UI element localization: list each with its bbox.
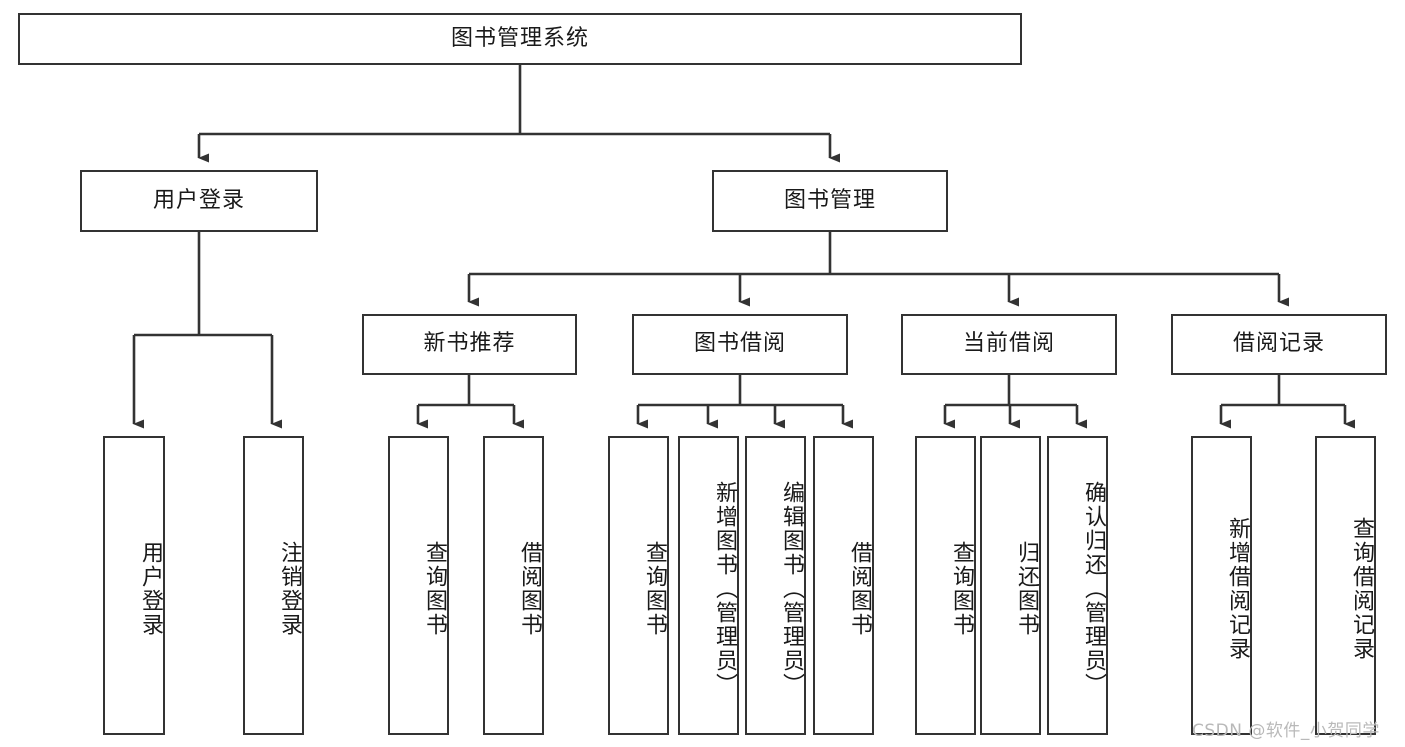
node-current-borrow-label: 当前借阅 [962,331,1055,357]
node-book-management[interactable]: 图书管理 [712,170,948,232]
node-leaf-logout-login[interactable]: 注销登录 [243,436,304,735]
node-borrow-record-label: 借阅记录 [1232,331,1325,357]
node-leaf-query-books-recommend[interactable]: 查询图书 [388,436,449,735]
node-leaf-add-book-admin-label: 新增图书（管理员） [712,480,737,697]
node-leaf-query-books-recommend-label: 查询图书 [422,540,447,637]
node-leaf-borrow-books[interactable]: 借阅图书 [813,436,874,735]
node-leaf-query-books-current-label: 查询图书 [949,540,974,637]
csdn-watermark-text: CSDN @软件_小贺同学 [1192,721,1380,741]
node-borrow-record[interactable]: 借阅记录 [1171,314,1387,375]
node-leaf-query-borrow-record-label: 查询借阅记录 [1349,516,1374,661]
node-current-borrow[interactable]: 当前借阅 [901,314,1117,375]
node-book-management-label: 图书管理 [783,187,876,213]
node-leaf-query-borrow-record[interactable]: 查询借阅记录 [1315,436,1376,735]
node-leaf-return-books[interactable]: 归还图书 [980,436,1041,735]
node-book-borrow-label: 图书借阅 [693,331,786,357]
node-leaf-confirm-return-admin[interactable]: 确认归还（管理员） [1047,436,1108,735]
node-leaf-user-login-label: 用户登录 [138,540,163,637]
node-leaf-edit-book-admin[interactable]: 编辑图书（管理员） [745,436,806,735]
node-new-book-recommend[interactable]: 新书推荐 [362,314,577,375]
node-user-login[interactable]: 用户登录 [80,170,318,232]
node-leaf-edit-book-admin-label: 编辑图书（管理员） [779,480,804,697]
node-leaf-logout-login-label: 注销登录 [277,540,302,637]
node-leaf-borrow-books-recommend[interactable]: 借阅图书 [483,436,544,735]
node-user-login-label: 用户登录 [152,187,245,213]
node-leaf-query-books-current[interactable]: 查询图书 [915,436,976,735]
node-root[interactable]: 图书管理系统 [18,13,1022,65]
node-leaf-add-borrow-record[interactable]: 新增借阅记录 [1191,436,1252,735]
csdn-watermark: CSDN @软件_小贺同学 [1192,716,1380,741]
node-leaf-query-books-borrow-label: 查询图书 [642,540,667,637]
node-leaf-borrow-books-label: 借阅图书 [847,540,872,637]
node-leaf-add-book-admin[interactable]: 新增图书（管理员） [678,436,739,735]
node-leaf-confirm-return-admin-label: 确认归还（管理员） [1081,480,1106,697]
node-root-label: 图书管理系统 [450,25,589,51]
node-leaf-add-borrow-record-label: 新增借阅记录 [1225,516,1250,661]
node-leaf-return-books-label: 归还图书 [1014,540,1039,637]
edges [132,65,1355,429]
node-leaf-user-login[interactable]: 用户登录 [103,436,165,735]
node-book-borrow[interactable]: 图书借阅 [632,314,848,375]
node-leaf-borrow-books-recommend-label: 借阅图书 [517,540,542,637]
node-new-book-recommend-label: 新书推荐 [423,331,516,357]
node-leaf-query-books-borrow[interactable]: 查询图书 [608,436,669,735]
